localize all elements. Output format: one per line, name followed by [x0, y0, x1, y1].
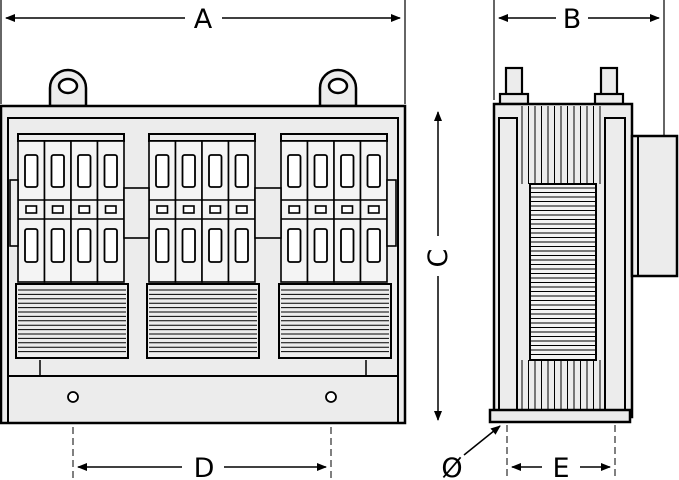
- module-window-lower: [103, 228, 118, 263]
- dimension-d-label: D: [194, 453, 215, 480]
- diameter-label: Ø: [441, 453, 462, 480]
- module-terminal: [288, 205, 301, 214]
- coil-module: [70, 140, 99, 283]
- diameter-callout: Ø: [441, 425, 501, 480]
- coil-module: [227, 140, 256, 283]
- module-window-lower: [181, 228, 196, 263]
- coil-module: [280, 140, 309, 283]
- group-top-band: [280, 133, 388, 142]
- coil-module: [306, 140, 335, 283]
- side-core: [521, 106, 601, 416]
- group-bridge: [123, 187, 150, 239]
- dimension-e: E: [506, 425, 616, 480]
- group-bridge: [254, 187, 282, 239]
- dimension-c: C: [423, 111, 454, 421]
- mounting-hole-right: [325, 391, 337, 403]
- coil-group: [278, 133, 392, 359]
- module-window-lower: [24, 228, 39, 263]
- coil-module: [174, 140, 203, 283]
- side-view: [488, 66, 679, 424]
- coil-module: [43, 140, 72, 283]
- module-window-lower: [313, 228, 328, 263]
- module-window-lower: [287, 228, 302, 263]
- module-window-lower: [155, 228, 170, 263]
- coil-module: [17, 140, 46, 283]
- module-window-upper: [287, 154, 302, 188]
- module-window-upper: [366, 154, 381, 188]
- module-window-lower: [77, 228, 92, 263]
- module-window-upper: [77, 154, 92, 188]
- side-coil: [529, 183, 597, 361]
- module-terminal: [182, 205, 195, 214]
- module-window-upper: [155, 154, 170, 188]
- lifting-eye-left: [48, 68, 88, 108]
- group-top-band: [148, 133, 256, 142]
- dimension-e-label: E: [552, 453, 569, 480]
- front-view: [0, 68, 407, 425]
- coil-module: [201, 140, 230, 283]
- module-window-upper: [340, 154, 355, 188]
- module-terminal: [51, 205, 64, 214]
- module-window-upper: [313, 154, 328, 188]
- module-window-lower: [366, 228, 381, 263]
- dimension-b: B: [493, 0, 665, 136]
- module-window-upper: [181, 154, 196, 188]
- coil-groups: [9, 133, 397, 359]
- side-cheek-right: [386, 179, 397, 247]
- module-window-upper: [103, 154, 118, 188]
- terminal-box: [630, 134, 679, 278]
- coil-module: [359, 140, 388, 283]
- module-terminal: [367, 205, 380, 214]
- module-terminal: [209, 205, 222, 214]
- module-window-upper: [234, 154, 249, 188]
- lifting-eye-right: [318, 68, 358, 108]
- module-terminal: [78, 205, 91, 214]
- coil-module: [148, 140, 177, 283]
- module-terminal: [104, 205, 117, 214]
- module-window-lower: [50, 228, 65, 263]
- module-terminal: [156, 205, 169, 214]
- side-cheek-left: [9, 179, 19, 247]
- module-terminal: [314, 205, 327, 214]
- module-terminal: [25, 205, 38, 214]
- module-window-upper: [24, 154, 39, 188]
- module-terminal: [235, 205, 248, 214]
- module-window-lower: [208, 228, 223, 263]
- module-terminal: [341, 205, 354, 214]
- coil-module: [333, 140, 362, 283]
- mounting-hole-left: [67, 391, 79, 403]
- side-foot: [488, 408, 632, 424]
- module-window-upper: [50, 154, 65, 188]
- coil-group: [15, 133, 129, 359]
- dimension-c-label: C: [423, 249, 454, 268]
- module-window-upper: [208, 154, 223, 188]
- module-window-lower: [340, 228, 355, 263]
- dimension-b-label: B: [563, 4, 582, 35]
- dimension-a: A: [0, 0, 406, 104]
- dimension-a-label: A: [194, 4, 213, 35]
- group-top-band: [17, 133, 125, 142]
- coil-module: [96, 140, 125, 283]
- coil-group: [146, 133, 260, 359]
- module-window-lower: [234, 228, 249, 263]
